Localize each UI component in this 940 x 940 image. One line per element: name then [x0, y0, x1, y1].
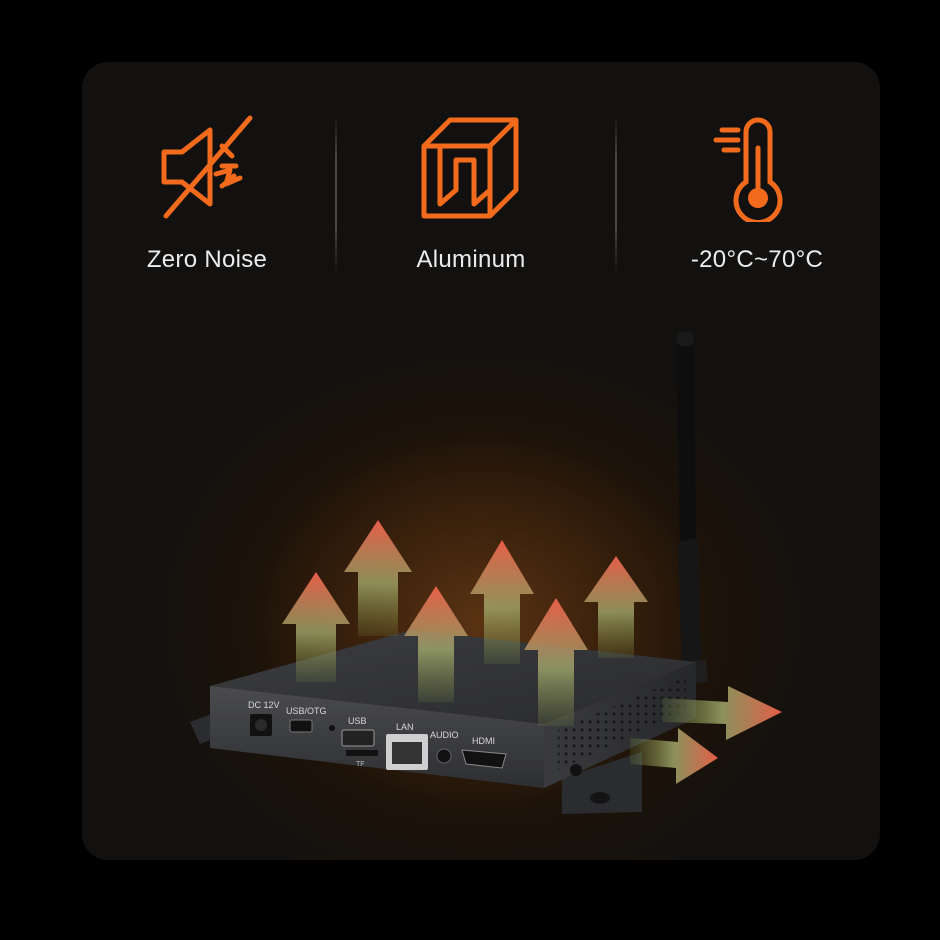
port-label-tf: TF [356, 761, 365, 768]
usb-port [341, 729, 375, 747]
feature-zero-noise: Zero Noise [82, 112, 332, 274]
divider [615, 114, 617, 274]
port-label-usb-otg: USB/OTG [286, 706, 327, 716]
hdmi-port [461, 749, 507, 769]
feature-label: Zero Noise [146, 246, 268, 273]
feature-temperature: -20°C~70°C [632, 112, 880, 274]
feature-label: Aluminum [416, 246, 526, 273]
tf-slot [346, 750, 378, 756]
usb-otg-port [289, 719, 313, 733]
feature-panel: Zero Noise Aluminum -20°C~70 [82, 62, 880, 860]
port-label-hdmi: HDMI [472, 736, 495, 746]
port-panel: DC 12V USB/OTG USB TF LAN AUDIO HDMI [248, 700, 507, 770]
heat-arrows [282, 520, 648, 726]
feature-label: -20°C~70°C [690, 246, 824, 273]
thermometer-icon [713, 117, 783, 222]
port-label-audio: AUDIO [430, 730, 459, 740]
antenna [674, 332, 708, 684]
heat-arrows-side [630, 686, 782, 784]
audio-jack [436, 748, 452, 764]
device-illustration: DC 12V USB/OTG USB TF LAN AUDIO HDMI [190, 332, 782, 814]
mounting-bracket [562, 752, 642, 814]
feature-aluminum: Aluminum [346, 112, 596, 274]
divider [335, 114, 337, 274]
port-label-lan: LAN [396, 722, 414, 732]
cropped-heading [0, 0, 940, 12]
port-label-usb: USB [348, 716, 367, 726]
port-label-dc: DC 12V [248, 700, 280, 710]
muted-speaker-icon [161, 115, 253, 219]
aluminum-profile-icon [421, 117, 519, 219]
